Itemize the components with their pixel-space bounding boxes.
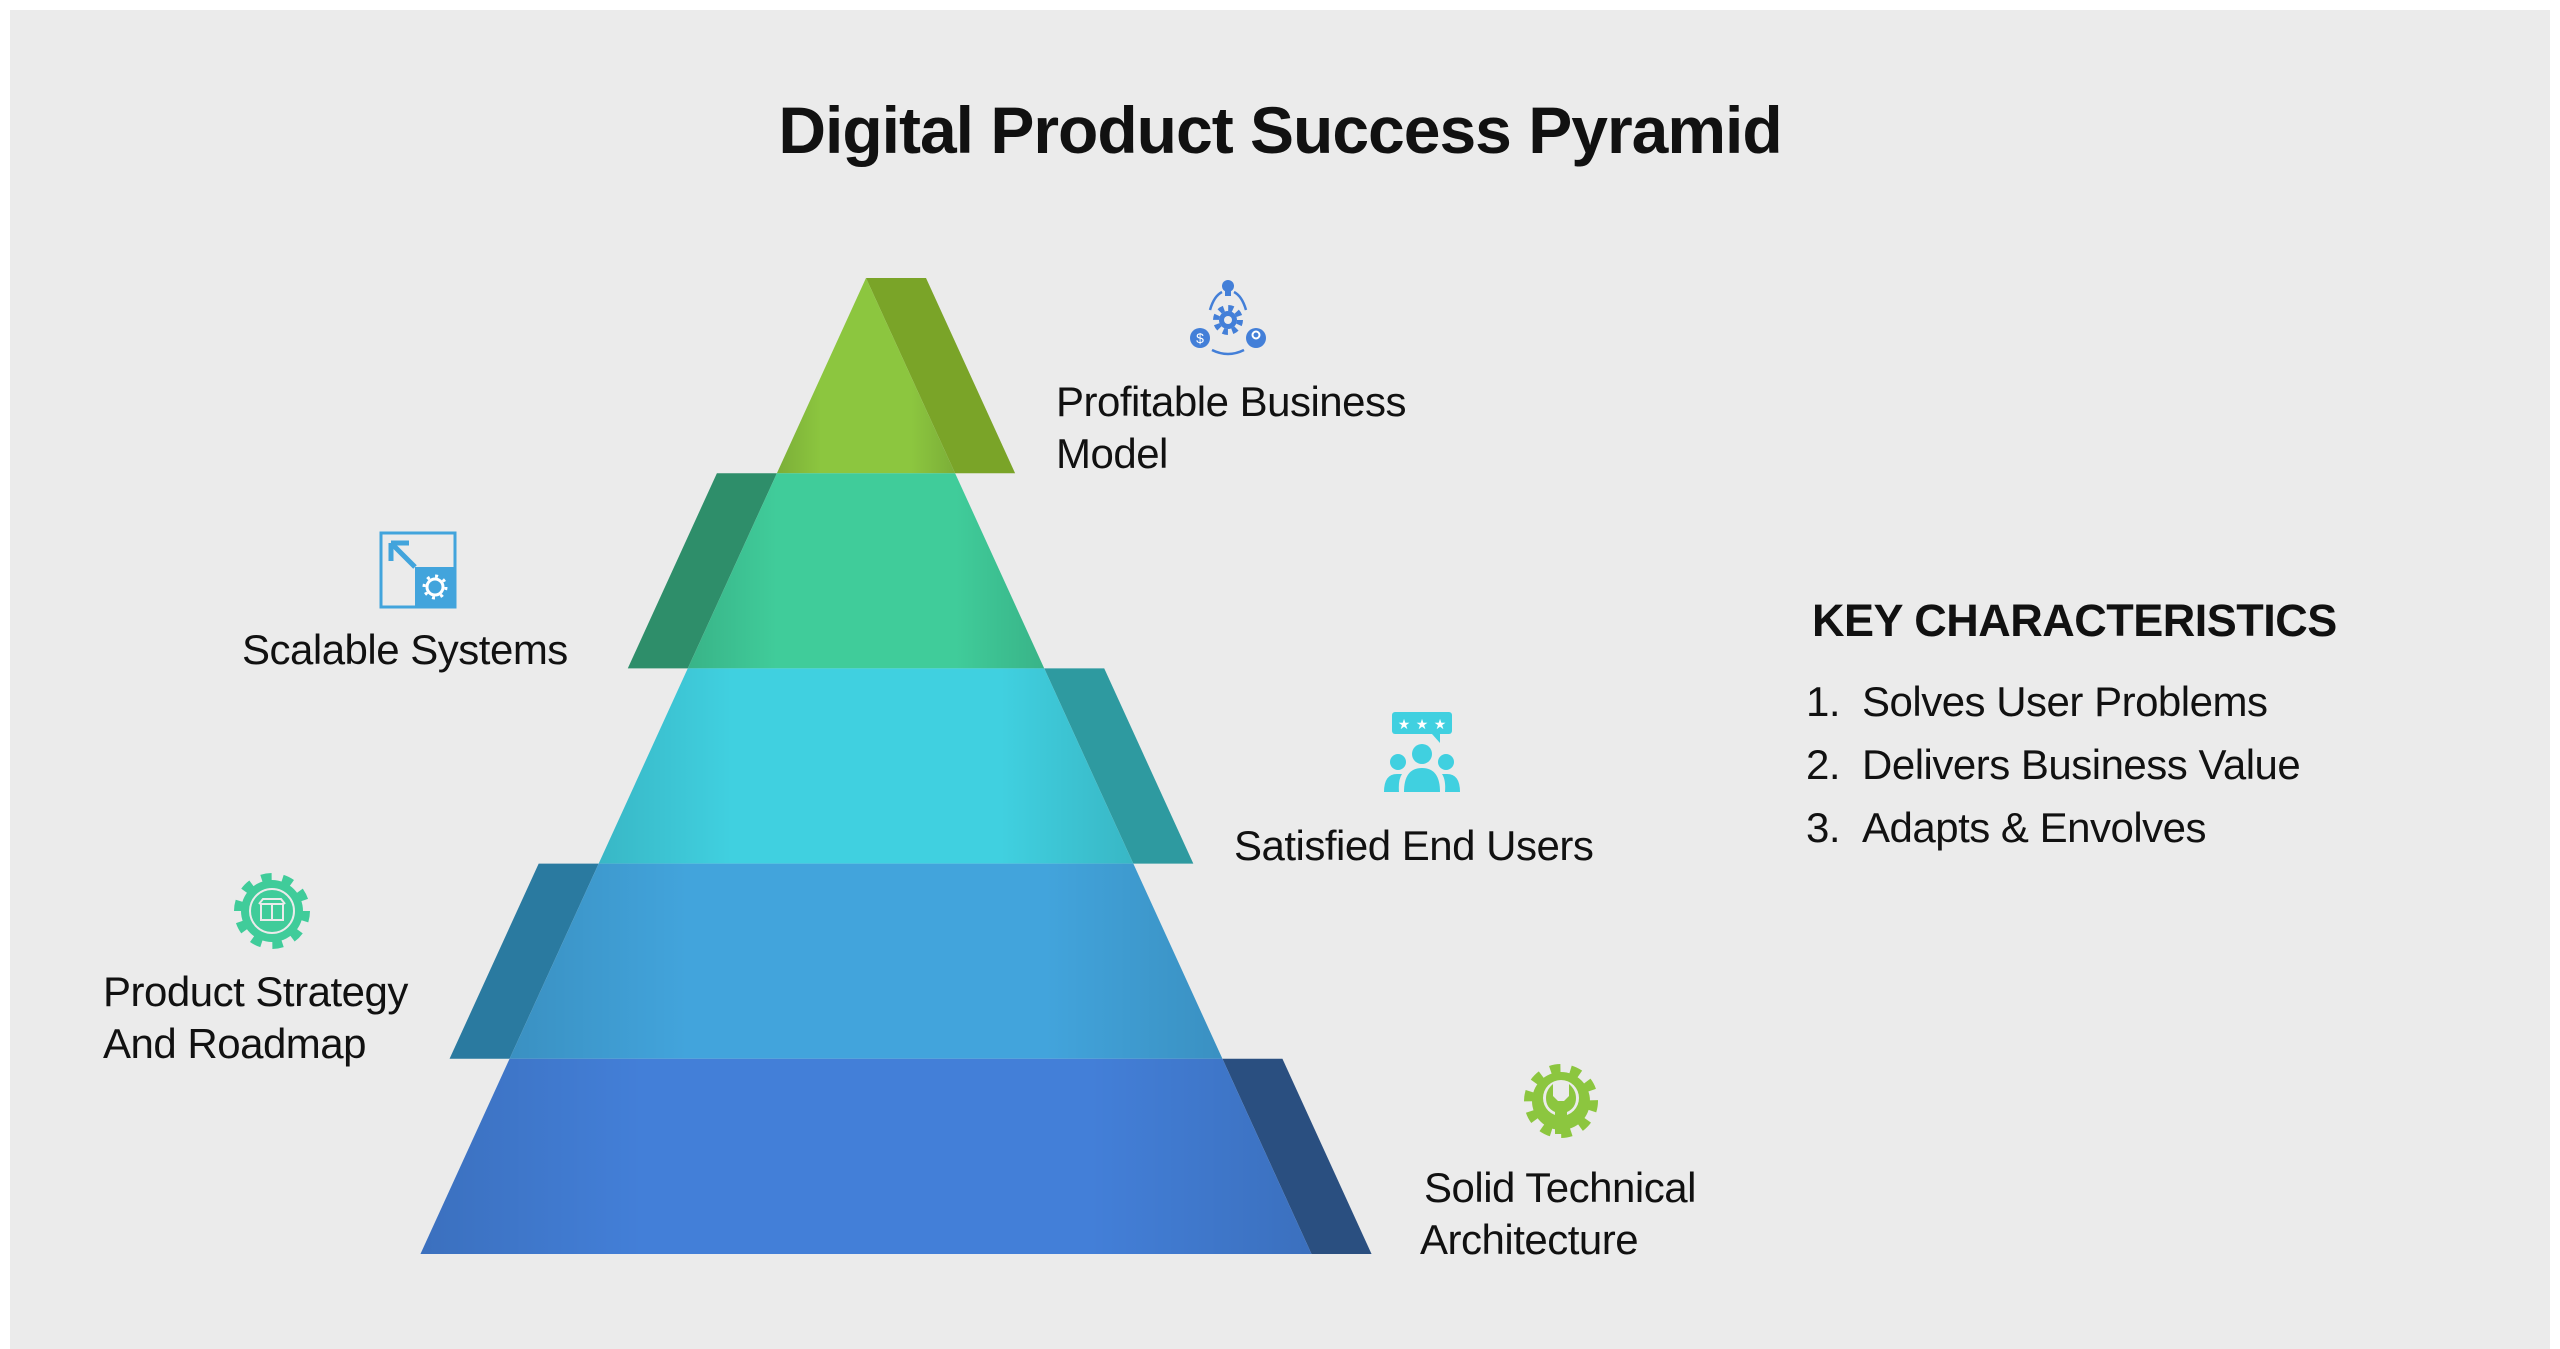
svg-text:★: ★	[1398, 717, 1411, 733]
label-line: Profitable Business	[1056, 378, 1407, 425]
label-line: Satisfied End Users	[1234, 822, 1594, 869]
tier-side-wing	[866, 278, 1016, 474]
tier-shading	[420, 1058, 1312, 1254]
item-number: 2.	[1806, 741, 1841, 788]
key-characteristics-heading: KEY CHARACTERISTICS	[1812, 595, 2337, 646]
label-line: Product Strategy	[103, 968, 408, 1015]
tier-label-satisfied-end-users: Satisfied End Users	[1234, 820, 1594, 872]
tier-shading	[687, 473, 1045, 669]
label-line: Model	[1056, 430, 1168, 477]
item-text: Adapts & Envolves	[1862, 804, 2207, 851]
key-characteristic-item: 3. Adapts & Envolves	[1806, 804, 2207, 852]
item-text: Delivers Business Value	[1862, 741, 2301, 788]
business-cycle-gear-icon: $	[1190, 280, 1266, 356]
item-number: 3.	[1806, 804, 1841, 851]
tier-label-scalable-systems: Scalable Systems	[242, 624, 568, 676]
item-number: 1.	[1806, 678, 1841, 725]
svg-text:★: ★	[1434, 717, 1447, 733]
tier-side-wing	[1222, 1058, 1372, 1254]
tier-label-product-strategy: Product Strategy And Roadmap	[103, 966, 408, 1070]
label-line: Solid Technical	[1424, 1164, 1696, 1211]
users-rating-icon: ★ ★ ★	[1384, 712, 1460, 792]
tier-shading	[776, 278, 956, 474]
page-title: Digital Product Success Pyramid	[778, 93, 1782, 167]
label-line: Scalable Systems	[242, 626, 568, 673]
tier-side-wing	[627, 473, 777, 669]
gear-wrench-icon	[1524, 1064, 1598, 1138]
scale-arrow-gear-icon	[379, 531, 457, 609]
tier-shading	[598, 668, 1134, 864]
tier-label-solid-technical-architecture: Solid Technical Architecture	[1420, 1162, 1696, 1266]
label-line: And Roadmap	[103, 1020, 367, 1067]
gear-box-icon	[234, 873, 310, 949]
item-text: Solves User Problems	[1862, 678, 2268, 725]
svg-text:★: ★	[1416, 717, 1429, 733]
tier-label-profitable-business-model: Profitable Business Model	[1056, 376, 1407, 480]
svg-text:$: $	[1196, 330, 1204, 346]
key-characteristic-item: 2. Delivers Business Value	[1806, 741, 2301, 789]
tier-side-wing	[1044, 668, 1194, 864]
tier-shading	[509, 863, 1223, 1059]
tier-side-wing	[449, 863, 599, 1059]
label-line: Architecture	[1420, 1216, 1639, 1263]
key-characteristic-item: 1. Solves User Problems	[1806, 678, 2268, 726]
